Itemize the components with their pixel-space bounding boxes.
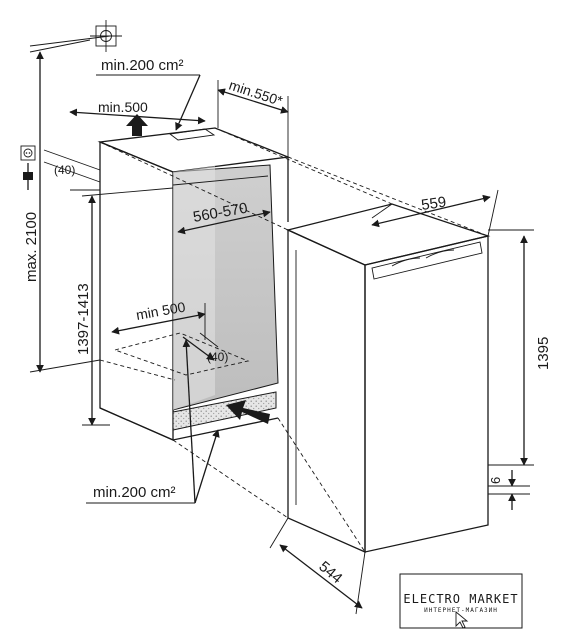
vent-bottom-label: min.200 cm²: [93, 484, 176, 501]
top-clearance-label: min.500: [98, 99, 148, 115]
depth-top-dimension: min.550*: [217, 77, 289, 157]
electro-market-watermark: ELECTRO MARKET ИНТЕРНЕТ-МАГАЗИН: [399, 573, 523, 629]
power-plug-icon: [23, 163, 33, 190]
plinth-vent: [172, 391, 277, 431]
niche-height-dimension: 1397-1413: [75, 187, 174, 426]
max-height-dimension: max. 2100: [23, 39, 101, 373]
vent-top-dimension: min.200 cm²: [96, 57, 201, 131]
appliance-width-dimension: 559: [371, 189, 499, 237]
plinth-dimension: 6: [488, 470, 530, 510]
plinth-label: 6: [488, 477, 503, 484]
power-socket-icon: [20, 145, 36, 161]
appliance-depth-label: 544: [315, 558, 345, 587]
plumb-target-icon: [29, 20, 122, 52]
watermark-brand: ELECTRO MARKET: [403, 592, 518, 606]
top-clearance-dimension: min.500: [69, 99, 206, 125]
offset-top-dimension: (40): [43, 149, 101, 191]
watermark-tagline: ИНТЕРНЕТ-МАГАЗИН: [424, 607, 498, 614]
niche-height-label: 1397-1413: [75, 283, 92, 355]
appliance-depth-dimension: 544: [269, 517, 366, 615]
niche-cabinet: [97, 127, 291, 441]
max-height-label: max. 2100: [23, 212, 40, 282]
offset-top-label: (40): [54, 163, 75, 177]
cursor-icon: [455, 611, 469, 629]
plinth-airflow-arrow-icon: [226, 400, 270, 424]
appliance-height-dimension: 1395: [488, 229, 552, 466]
vent-bottom-dimension: min.200 cm²: [86, 339, 220, 504]
fridge-appliance: [286, 203, 491, 553]
airflow-arrow-icon: [126, 114, 148, 136]
appliance-height-label: 1395: [535, 337, 552, 370]
offset-bottom-label: (40): [207, 350, 228, 364]
depth-top-label: min.550*: [227, 77, 285, 109]
appliance-width-label: 559: [420, 194, 447, 214]
vent-top-label: min.200 cm²: [101, 57, 184, 74]
